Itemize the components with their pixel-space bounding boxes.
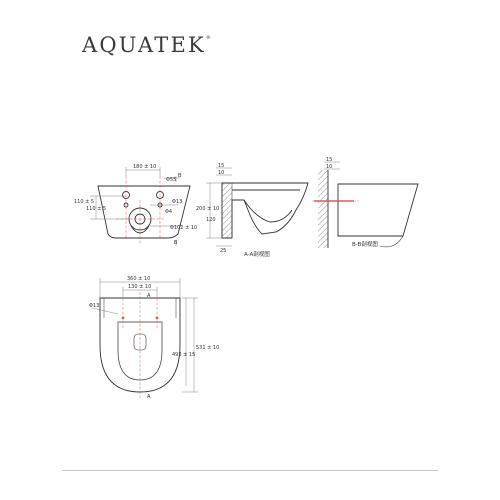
dim-left-height-1: 110 ± 5 [74, 199, 94, 205]
section-a-outline [221, 182, 309, 239]
section-a-dimension-lines [206, 167, 232, 247]
dim-top-holes: 130 ± 10 [128, 284, 151, 290]
dim-top-hole-diameter: Φ13 [89, 303, 99, 309]
top-view-centerlines [122, 292, 158, 398]
dim-small-diameter: Φ4 [165, 209, 172, 215]
section-b-caption: B-B剖视图 [352, 240, 378, 248]
top-hole-left [121, 316, 125, 320]
dim-top-width: 360 ± 10 [127, 276, 150, 282]
dim-hole-spacing: 180 ± 10 [133, 164, 156, 170]
section-mark-b-top: B [178, 173, 182, 179]
dim-top-length: 531 ± 10 [196, 345, 219, 351]
section-b-dimension-lines [324, 161, 340, 170]
dim-a-top-2: 10 [218, 170, 224, 176]
section-a-caption: A-A剖视图 [244, 250, 270, 258]
section-b-bowl-curve [379, 235, 404, 248]
dim-a-inner: 120 [206, 217, 216, 223]
section-b-outline [337, 183, 419, 237]
dim-top-inner: 493 ± 15 [172, 352, 195, 358]
section-b-view [312, 170, 419, 248]
front-view-dimension-lines [90, 167, 182, 246]
front-view-labels: 180 ± 10 Φ55 Φ13 Φ4 Φ102 ± 10 110 ± 5 11… [74, 164, 197, 246]
dim-outlet-diameter: Φ102 ± 10 [170, 225, 197, 231]
top-view-dimension-lines [91, 278, 198, 393]
section-b-labels: 15 10 B-B剖视图 [326, 157, 378, 248]
dim-a-bottom: 25 [220, 248, 226, 254]
dim-a-height: 200 ± 10 [196, 206, 219, 212]
top-view-holes [121, 316, 159, 320]
section-mark-a-bottom: A [147, 394, 151, 400]
wall-hatch [318, 170, 328, 248]
dim-b-top-1: 15 [326, 157, 332, 163]
section-a-view [221, 182, 309, 239]
section-a-trap [243, 199, 293, 223]
dim-a-top-1: 15 [218, 163, 224, 169]
section-mark-b-bottom: B [174, 240, 178, 246]
footer-divider [62, 470, 438, 471]
section-a-mount-hatch [221, 182, 233, 239]
section-mark-a-top: A [147, 293, 151, 299]
registered-mark: ® [205, 35, 211, 41]
front-view-centerlines [116, 176, 164, 245]
top-view-labels: 360 ± 10 130 ± 10 Φ13 531 ± 10 493 ± 15 … [89, 276, 219, 400]
brand-logo: AQUATEK® [82, 33, 211, 57]
dim-left-height-2: 110 ± 5 [86, 206, 106, 212]
dim-upper-diameter: Φ55 [166, 177, 176, 183]
top-hole-right [155, 316, 159, 320]
dim-b-top-2: 10 [326, 164, 332, 170]
section-a-labels: 15 10 200 ± 10 120 25 A-A剖视图 [196, 163, 270, 258]
brand-name: AQUATEK [82, 33, 206, 57]
dim-side-diameter: Φ13 [172, 199, 182, 205]
front-view-outline [97, 185, 191, 239]
